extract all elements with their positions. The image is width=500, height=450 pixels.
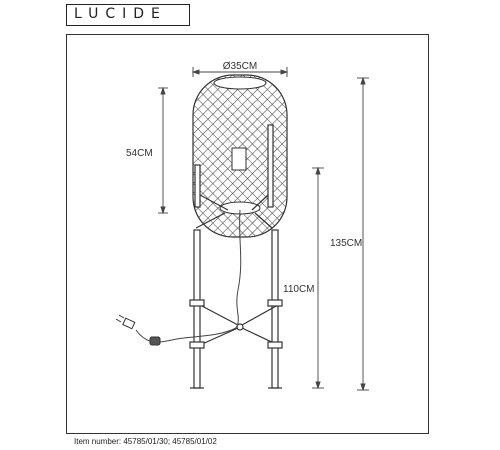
lucide-logo: LUCIDE [66, 4, 190, 26]
lamp-legs [189, 229, 283, 389]
item-number: Item number: 45785/01/30; 45785/01/02 [74, 437, 217, 446]
diameter-label: Ø35CM [223, 61, 257, 72]
plug-icon [115, 314, 161, 346]
dimension-shade-height [158, 86, 168, 215]
drawing-frame [66, 34, 429, 434]
lamp-shade [192, 74, 288, 238]
dimension-base-height [312, 166, 324, 390]
shade-holder [194, 124, 274, 229]
dimension-diameter [191, 67, 289, 77]
total-height-label: 135CM [330, 238, 362, 249]
shade-height-label: 54CM [126, 148, 153, 159]
base-height-label: 110CM [283, 284, 315, 295]
dimension-total-height [357, 76, 369, 392]
